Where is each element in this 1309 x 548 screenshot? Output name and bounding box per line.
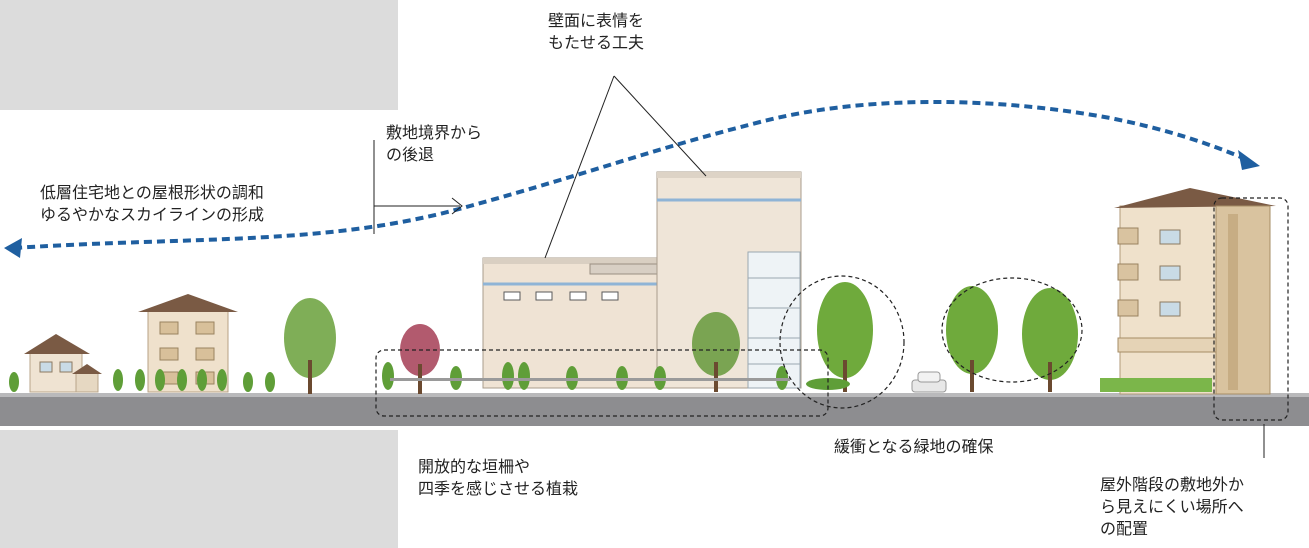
- wall-expression-label: 壁面に表情を もたせる工夫: [548, 10, 644, 54]
- tree-group: [284, 282, 1078, 394]
- wall-leader-line-2: [613, 75, 707, 177]
- apartment-left: [138, 294, 238, 393]
- wall-label-line-2: もたせる工夫: [548, 33, 645, 52]
- skyline-dashed-arrow: [13, 99, 1249, 250]
- car: [911, 371, 947, 393]
- setback-arrowhead: [451, 197, 463, 215]
- fence-rail: [390, 378, 790, 381]
- setback-label: 敷地境界から の後退: [386, 122, 482, 166]
- fence-label-line-1: 開放的な垣柵や: [418, 457, 531, 476]
- skyline-arrowhead-right: [1238, 150, 1260, 170]
- small-house-left: [24, 334, 102, 393]
- buffer-green-circle-2: [941, 277, 1083, 383]
- stairs-label: 屋外階段の敷地外か ら見えにくい場所へ の配置: [1100, 474, 1244, 540]
- roofline-label-line-1: 低層住宅地との屋根形状の調和: [40, 183, 264, 202]
- roofline-label-line-2: ゆるやかなスカイラインの形成: [40, 205, 265, 224]
- wall-leader-line-1: [544, 75, 615, 259]
- stairs-highlight: [1213, 197, 1289, 421]
- fence-planting-label: 開放的な垣柵や 四季を感じさせる植栽: [418, 456, 578, 500]
- buffer-green-label: 緩衝となる緑地の確保: [834, 436, 994, 458]
- stairs-label-line-2: ら見えにくい場所へ: [1100, 497, 1244, 516]
- fence-label-line-2: 四季を感じさせる植栽: [418, 479, 579, 498]
- apartment-right: [1100, 188, 1276, 395]
- roofline-label: 低層住宅地との屋根形状の調和 ゆるやかなスカイラインの形成: [40, 182, 264, 226]
- skyline-arrowhead-left: [4, 238, 22, 258]
- ground-curb: [0, 393, 1309, 397]
- wall-label-line-1: 壁面に表情を: [548, 11, 645, 30]
- buffer-label-line-1: 緩衝となる緑地の確保: [834, 437, 994, 456]
- setback-label-line-2: の後退: [386, 145, 435, 164]
- buffer-green-circle-1: [779, 275, 905, 409]
- ground-road: [0, 396, 1309, 426]
- shrub-row: [9, 362, 850, 392]
- stairs-label-line-1: 屋外階段の敷地外か: [1100, 475, 1245, 494]
- stairs-label-line-3: の配置: [1100, 519, 1149, 538]
- setback-label-line-1: 敷地境界から: [386, 123, 483, 142]
- fence-planting-highlight: [375, 349, 829, 417]
